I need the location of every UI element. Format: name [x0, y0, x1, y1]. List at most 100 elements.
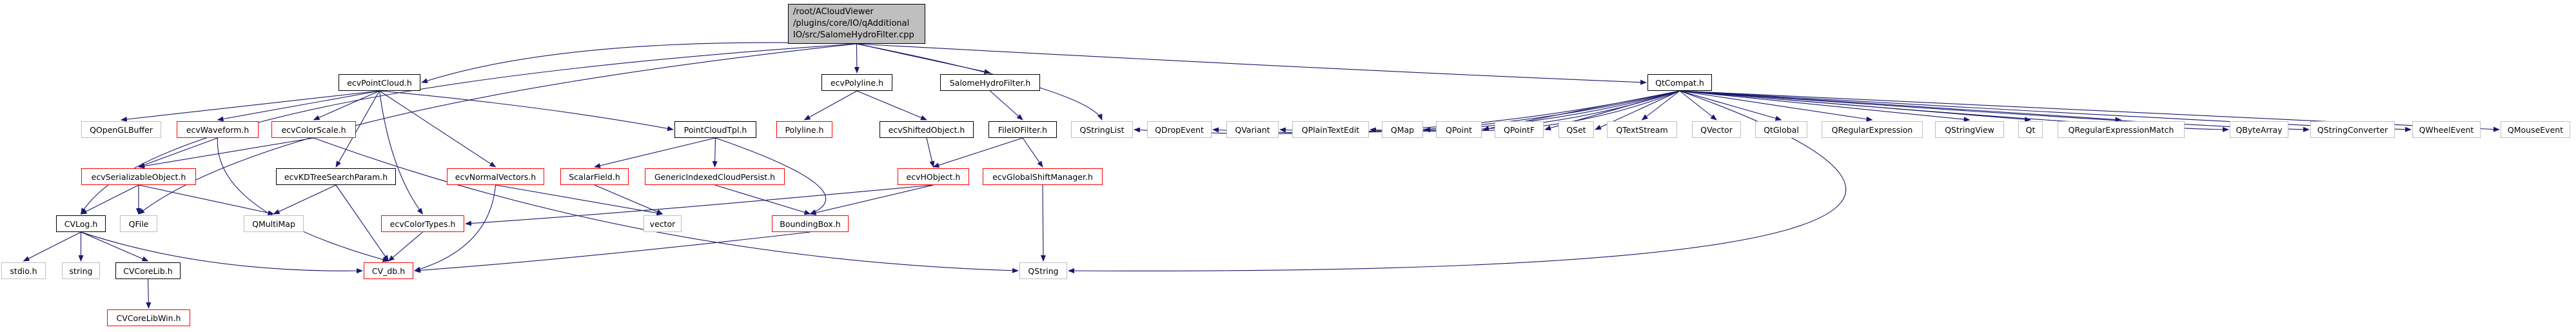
node-boundingbox-h[interactable]: BoundingBox.h: [772, 215, 849, 232]
node-ecvhobject-h[interactable]: ecvHObject.h: [898, 168, 969, 185]
edge-ecvpolyline-h-to-polyline-h: [803, 90, 858, 121]
node-qwheelevent: QWheelEvent: [2412, 121, 2481, 138]
node-qmultimap: QMultiMap: [244, 215, 304, 232]
edge-pointcloudtpl-h-to-boundingbox-h: [715, 137, 827, 215]
node-ecvserializableobject-h[interactable]: ecvSerializableObject.h: [81, 168, 196, 185]
node-qbytearray: QByteArray: [2230, 121, 2288, 138]
root-label-line: /plugins/core/IO/qAdditional: [793, 19, 910, 28]
node-qtglobal: QtGlobal: [1755, 121, 1807, 138]
edge-ecvnormalvectors-h-to-cv-db-h: [414, 184, 497, 272]
node-qfile: QFile: [120, 215, 157, 232]
edge-cvlog-h-to-cv-db-h: [81, 231, 363, 274]
edge-qtcompat-h-to-qregularexpression: [1679, 90, 1873, 122]
edge-ecvserializableobject-h-to-cvlog-h: [80, 184, 139, 215]
node-fileiofilter-h[interactable]: FileIOFilter.h: [988, 121, 1057, 138]
edge-boundingbox-h-to-cv-db-h: [414, 231, 811, 273]
edge-ecvpointcloud-h-to-ecvnormalvectors-h: [379, 90, 497, 168]
edge-ecvpointcloud-h-to-ecvcolortypes-h: [379, 90, 424, 215]
node-ecvpolyline-h[interactable]: ecvPolyline.h: [821, 74, 892, 91]
node-qstringlist: QStringList: [1071, 121, 1133, 138]
node-ecvcolortypes-h[interactable]: ecvColorTypes.h: [381, 215, 464, 232]
node-qstringconverter: QStringConverter: [2310, 121, 2395, 138]
edge-pointcloudtpl-h-to-scalarfield-h: [594, 137, 716, 168]
node-qset: QSet: [1558, 121, 1594, 138]
edge-ecvnormalvectors-h-to-vector: [495, 184, 664, 216]
node-qtcompat-h[interactable]: QtCompat.h: [1647, 74, 1712, 91]
node-qt: Qt: [2018, 121, 2043, 138]
node-qpointf: QPointF: [1495, 121, 1544, 138]
edge-qtcompat-h-to-qregularexpressionmatch: [1679, 90, 2122, 122]
edge-fileiofilter-h-to-ecvglobalshiftmanager-h: [1022, 137, 1043, 168]
node-qmap: QMap: [1382, 121, 1423, 138]
node-qstringview: QStringView: [1935, 121, 2004, 138]
node-ecvkdtreesearchparam-h[interactable]: ecvKDTreeSearchParam.h: [276, 168, 396, 185]
node-salomehydrofilter-h[interactable]: SalomeHydroFilter.h: [940, 74, 1040, 91]
edge-ecvserializableobject-h-to-qmultimap: [138, 184, 275, 216]
edge-ecvshiftedobject-h-to-ecvhobject-h: [926, 137, 935, 168]
node-qregularexpressionmatch: QRegularExpressionMatch: [2058, 121, 2185, 138]
node-cvlog-h[interactable]: CVLog.h: [56, 215, 106, 232]
edge-ecvcolortypes-h-to-cv-db-h: [388, 231, 423, 262]
node-qvector: QVector: [1692, 121, 1741, 138]
node-ecvnormalvectors-h[interactable]: ecvNormalVectors.h: [447, 168, 544, 185]
edge-ecvpolyline-h-to-ecvshiftedobject-h: [856, 90, 927, 121]
node-qvariant: QVariant: [1226, 121, 1279, 138]
edge-cvcorelib-h-to-cvcorelibwin-h: [146, 278, 152, 309]
node-qopenglbuffer: QOpenGLBuffer: [81, 121, 161, 138]
node-string: string: [62, 262, 100, 279]
edge-ecvcolorscale-h-to-ecvserializableobject-h: [138, 137, 314, 169]
node-polyline-h[interactable]: Polyline.h: [776, 121, 832, 138]
edge-ecvhobject-h-to-ecvcolortypes-h: [465, 184, 934, 226]
edge-ecvkdtreesearchparam-h-to-qmultimap: [273, 184, 337, 215]
node-scalarfield-h[interactable]: ScalarField.h: [560, 168, 629, 185]
node-ecvglobalshiftmanager-h[interactable]: ecvGlobalShiftManager.h: [983, 168, 1103, 185]
edge-qtcompat-h-to-qset: [1595, 90, 1680, 130]
edge-ecvpointcloud-h-to-ecvkdtreesearchparam-h: [335, 90, 380, 168]
node-qpoint: QPoint: [1436, 121, 1482, 138]
node-ecvpointcloud-h[interactable]: ecvPointCloud.h: [339, 74, 420, 91]
edge-genericindexedcloudpersist-h-to-boundingbox-h: [714, 184, 811, 215]
edge-ecvhobject-h-to-boundingbox-h: [809, 184, 934, 215]
edge-ecvkdtreesearchparam-h-to-cv-db-h: [335, 184, 389, 262]
node-qregularexpression: QRegularExpression: [1822, 121, 1923, 138]
edge-root-to-ecvpolyline-h: [854, 43, 860, 73]
root-label-line: IO/src/SalomeHydroFilter.cpp: [793, 30, 914, 40]
edge-ecvpointcloud-h-to-pointcloudtpl-h: [379, 90, 674, 132]
node-cvcorelib-h[interactable]: CVCoreLib.h: [115, 262, 181, 279]
edge-cvlog-h-to-cvcorelib-h: [81, 231, 149, 262]
node-cvcorelibwin-h[interactable]: CVCoreLibWin.h: [107, 309, 190, 326]
node-stdio-h: stdio.h: [1, 262, 46, 279]
edge-qtcompat-h-to-qstringview: [1679, 90, 1971, 122]
edge-fileiofilter-h-to-ecvhobject-h: [932, 137, 1023, 168]
node-qtextstream: QTextStream: [1607, 121, 1677, 138]
node-pointcloudtpl-h[interactable]: PointCloudTpl.h: [674, 121, 756, 138]
edge-ecvpointcloud-h-to-ecvwaveform-h: [217, 90, 380, 122]
node-ecvcolorscale-h[interactable]: ecvColorScale.h: [271, 121, 356, 138]
root-label-line: /root/ACloudViewer: [793, 7, 874, 17]
edge-qtcompat-h-to-qbytearray: [1679, 90, 2229, 132]
node-cv-db-h[interactable]: CV_db.h: [364, 262, 413, 279]
node-ecvshiftedobject-h[interactable]: ecvShiftedObject.h: [880, 121, 974, 138]
edge-cvlog-h-to-stdio-h: [23, 231, 81, 262]
node-qmouseevent: QMouseEvent: [2501, 121, 2570, 138]
edge-scalarfield-h-to-vector: [594, 184, 664, 215]
edge-root-to-ecvpointcloud-h: [421, 42, 857, 84]
edge-qtcompat-h-to-qtextstream: [1641, 90, 1680, 121]
node-ecvwaveform-h[interactable]: ecvWaveform.h: [177, 121, 259, 138]
edge-ecvcolorscale-h-to-qstring: [313, 137, 1019, 273]
edge-root-to-qtcompat-h: [856, 43, 1647, 85]
edge-qtcompat-h-to-qvector: [1679, 90, 1717, 121]
edge-ecvpointcloud-h-to-ecvcolorscale-h: [313, 90, 380, 121]
edge-qtcompat-h-to-qstring: [1068, 90, 1846, 274]
edge-pointcloudtpl-h-to-genericindexedcloudpersist-h: [712, 137, 718, 168]
edge-ecvwaveform-h-to-cv-db-h: [217, 137, 389, 262]
node-genericindexedcloudpersist-h[interactable]: GenericIndexedCloudPersist.h: [645, 168, 785, 185]
node-qdropevent: QDropEvent: [1147, 121, 1212, 138]
node-root-salomehydrofilter-cpp: /root/ACloudViewer/plugins/core/IO/qAddi…: [788, 4, 925, 44]
node-qplaintextedit: QPlainTextEdit: [1292, 121, 1369, 138]
node-qstring: QString: [1019, 262, 1067, 279]
edge-ecvwaveform-h-to-ecvserializableobject-h: [138, 137, 218, 168]
edge-ecvpointcloud-h-to-qopenglbuffer: [121, 90, 380, 122]
node-vector: vector: [644, 215, 682, 232]
